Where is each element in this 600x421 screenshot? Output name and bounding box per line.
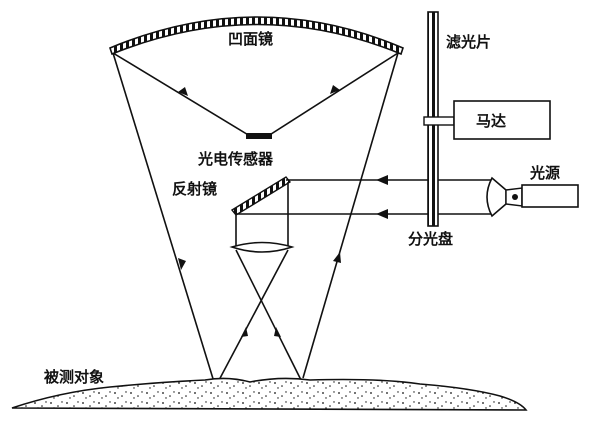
focus-rays [112, 52, 399, 137]
source-beam [236, 179, 491, 215]
motor-box [453, 100, 551, 140]
outer-ray-left [112, 52, 215, 383]
motor-label: 马达 [476, 112, 506, 130]
crossed-ray-a-arrow [274, 327, 281, 337]
motor-shaft [423, 116, 455, 126]
concave-mirror-label: 凹面镜 [228, 30, 273, 48]
source-reflector [486, 176, 507, 218]
photo-sensor [246, 133, 272, 139]
outer-rays [112, 52, 399, 383]
crossed-ray-a [235, 249, 303, 383]
chopper-disc-label: 分光盘 [408, 230, 453, 248]
crossed-ray-b [217, 249, 289, 383]
focus-ray-right-arrow [330, 85, 340, 94]
crossed-ray-b-arrow [241, 327, 248, 337]
reflector-mirror [230, 176, 292, 216]
lens [229, 241, 295, 253]
reflector-label: 反射镜 [172, 180, 217, 198]
source-beam-bottom-arrow [376, 209, 388, 219]
light-source-label: 光源 [529, 164, 560, 182]
crossed-rays [217, 249, 303, 383]
concave-mirror [109, 16, 404, 56]
outer-ray-right-arrow [333, 252, 341, 263]
measured-object [11, 377, 528, 411]
lamp-filament [512, 194, 518, 200]
filter-label: 滤光片 [446, 33, 491, 51]
focus-ray-right [267, 52, 399, 137]
lens-beam [235, 182, 289, 247]
concave-mirror-arc [109, 16, 404, 56]
source-housing [521, 184, 579, 208]
focus-ray-left [112, 52, 251, 137]
source-beam-top-arrow [376, 175, 388, 185]
measured-object-label: 被测对象 [44, 368, 104, 386]
outer-ray-right [302, 52, 399, 379]
photo-sensor-label: 光电传感器 [197, 150, 274, 168]
focus-ray-left-arrow [178, 87, 188, 96]
outer-ray-left-arrow [178, 258, 186, 270]
